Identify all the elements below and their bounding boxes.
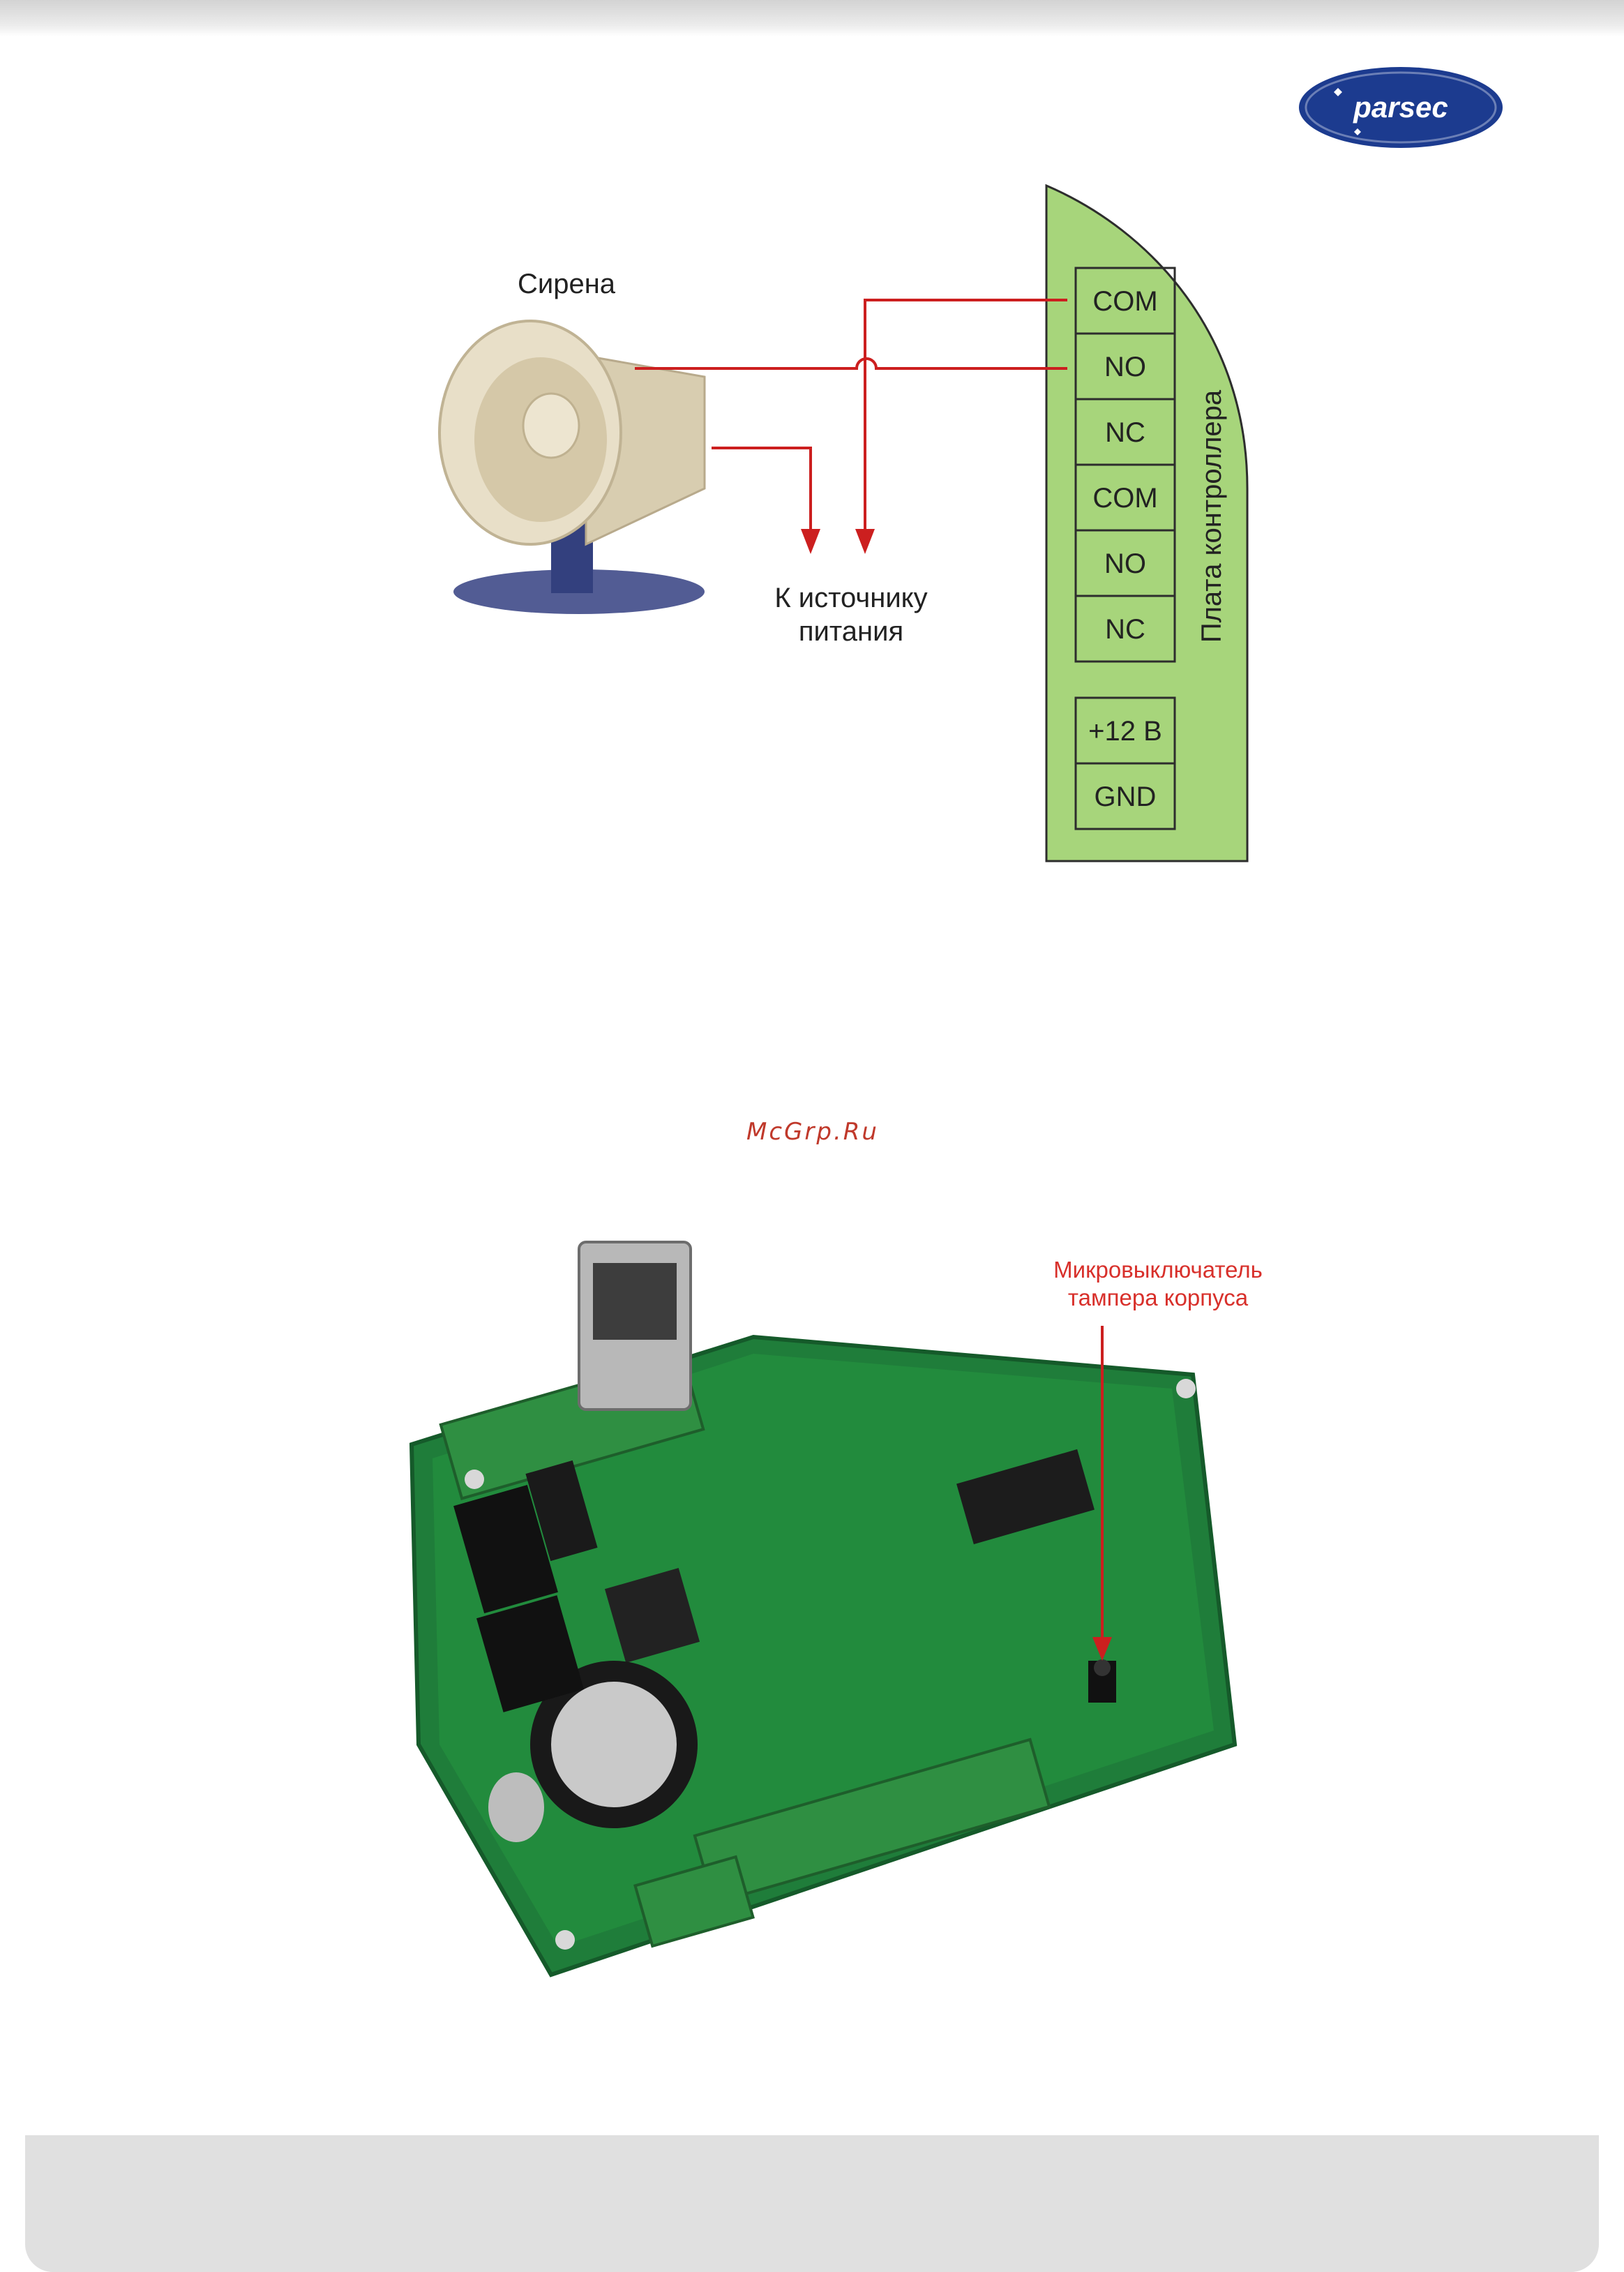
- wire-com: [865, 300, 1067, 530]
- controller-board-label: Плата контроллера: [1196, 389, 1227, 643]
- watermark: McGrp.Ru: [698, 1118, 928, 1146]
- callout-line-2: тампера корпуса: [1005, 1284, 1311, 1312]
- siren-wiring-diagram: Сирена COM NO NC COM NO NC +12 В GND Плата конт…: [377, 126, 1270, 865]
- controller-board-photo: [391, 1214, 1249, 1989]
- siren-label: Сирена: [518, 269, 616, 299]
- terminal-relay-4: NO: [1104, 548, 1146, 579]
- terminal-relay-5: NC: [1105, 614, 1145, 645]
- power-source-label-2: питания: [799, 616, 903, 647]
- terminal-power-0: +12 В: [1088, 716, 1162, 747]
- power-source-label-1: К источнику: [774, 583, 927, 613]
- terminal-relay-3: COM: [1092, 483, 1157, 514]
- wire-no: [635, 359, 1067, 368]
- logo-text: parsec: [1353, 91, 1448, 124]
- wire-ground: [712, 448, 811, 530]
- arrow-down-icon: [801, 529, 820, 554]
- terminal-relay-2: NC: [1105, 417, 1145, 448]
- callout-line-1: Микровыключатель: [1005, 1256, 1311, 1284]
- header-band: [0, 0, 1624, 36]
- terminal-relay-0: COM: [1092, 286, 1157, 317]
- tamper-switch-callout: Микровыключатель тампера корпуса: [1005, 1256, 1311, 1312]
- parsec-logo: parsec: [1296, 64, 1505, 151]
- terminal-power-1: GND: [1095, 782, 1157, 812]
- siren-illustration: [439, 321, 705, 614]
- arrow-down-icon: [855, 529, 875, 554]
- footer-band: [25, 2135, 1599, 2272]
- terminal-relay-1: NO: [1104, 352, 1146, 382]
